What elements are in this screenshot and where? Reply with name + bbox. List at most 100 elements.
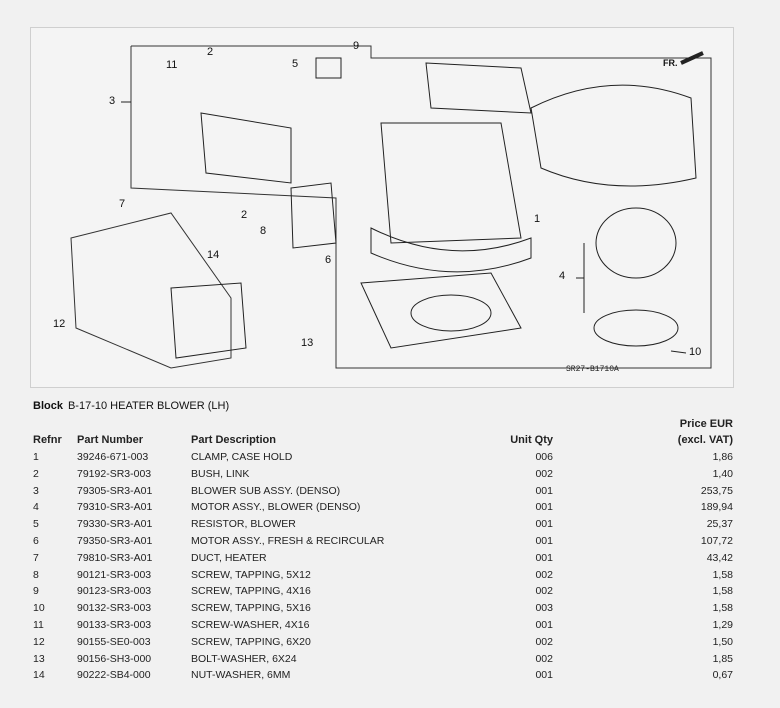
header-description: Part Description: [191, 434, 276, 446]
price-cell: 0,67: [712, 669, 733, 682]
callout-11: 11: [166, 59, 178, 71]
callout-2b: 2: [241, 209, 248, 221]
description-cell: BUSH, LINK: [191, 467, 250, 480]
price-cell: 1,58: [712, 568, 733, 581]
qty-cell: 001: [535, 669, 553, 682]
description-cell: BLOWER SUB ASSY. (DENSO): [191, 484, 341, 497]
qty-cell: 002: [535, 585, 553, 598]
price-cell: 25,37: [706, 518, 733, 531]
description-cell: DUCT, HEATER: [191, 551, 267, 564]
header-part-number: Part Number: [77, 434, 144, 446]
qty-cell: 002: [535, 568, 553, 581]
description-cell: MOTOR ASSY., BLOWER (DENSO): [191, 501, 361, 514]
refnr-cell: 6: [33, 535, 39, 547]
description-cell: SCREW, TAPPING, 6X20: [191, 635, 311, 648]
header-qty: Unit Qty: [510, 434, 553, 446]
price-cell: 1,40: [712, 467, 733, 480]
refnr-cell: 9: [33, 585, 39, 598]
refnr-cell: 4: [33, 501, 39, 514]
price-cell: 1,58: [712, 585, 733, 598]
table-row: 2 79192-SR3-003 BUSH, LINK 002 1,40: [0, 468, 780, 485]
callout-7: 7: [119, 198, 126, 210]
price-cell: 189,94: [700, 501, 733, 514]
table-row: 4 79310-SR3-A01 MOTOR ASSY., BLOWER (DENSO…: [0, 501, 780, 518]
part-number-cell: 39246-671-003: [77, 451, 149, 463]
part-number-cell: 90123-SR3-003: [77, 585, 152, 598]
part-number-cell: 90155-SE0-003: [77, 635, 151, 648]
refnr-cell: 3: [33, 484, 39, 497]
table-row: 12 90155-SE0-003 SCREW, TAPPING, 6X20 002 1,…: [0, 636, 780, 653]
table-row: 13 90156-SH3-000 BOLT-WASHER, 6X24 002 1,85: [0, 653, 780, 670]
price-cell: 107,72: [700, 535, 733, 547]
refnr-cell: 5: [33, 518, 39, 531]
description-cell: SCREW, TAPPING, 5X16: [191, 602, 311, 615]
qty-cell: 003: [535, 602, 553, 615]
description-cell: MOTOR ASSY., FRESH & RECIRCULAR: [191, 535, 385, 547]
part-number-cell: 90222-SB4-000: [77, 669, 151, 682]
part-number-cell: 90156-SH3-000: [77, 652, 152, 665]
price-cell: 43,42: [706, 551, 733, 564]
refnr-cell: 13: [33, 652, 45, 665]
diagram-code: SR27-B1710A: [566, 365, 619, 374]
diagram-drawing: [70, 45, 712, 369]
qty-cell: 001: [535, 619, 553, 631]
table-row: 14 90222-SB4-000 NUT-WASHER, 6MM 001 0,67: [0, 669, 780, 686]
qty-cell: 001: [535, 501, 553, 514]
callout-2: 2: [207, 46, 214, 58]
refnr-cell: 2: [33, 467, 39, 480]
callout-12: 12: [53, 318, 66, 330]
refnr-cell: 12: [33, 635, 45, 648]
part-number-cell: 79350-SR3-A01: [77, 535, 153, 547]
refnr-cell: 8: [33, 568, 39, 581]
part-number-cell: 79310-SR3-A01: [77, 501, 153, 514]
callout-8: 8: [260, 225, 267, 237]
price-cell: 1,50: [712, 635, 733, 648]
part-number-cell: 79810-SR3-A01: [77, 551, 153, 564]
price-cell: 1,58: [712, 602, 733, 615]
block-title: Block B-17-10 HEATER BLOWER (LH): [33, 400, 229, 412]
part-number-cell: 79305-SR3-A01: [77, 484, 153, 497]
qty-cell: 001: [535, 535, 553, 547]
qty-cell: 002: [535, 467, 553, 480]
header-refnr: Refnr: [33, 434, 62, 446]
price-cell: 1,29: [712, 619, 733, 631]
part-number-cell: 79192-SR3-003: [77, 467, 152, 480]
description-cell: CLAMP, CASE HOLD: [191, 451, 293, 463]
callout-5: 5: [292, 58, 299, 70]
block-label: Block: [33, 400, 63, 412]
callout-9: 9: [353, 40, 360, 52]
header-price-line2: (excl. VAT): [677, 434, 733, 446]
description-cell: BOLT-WASHER, 6X24: [191, 652, 297, 665]
description-cell: NUT-WASHER, 6MM: [191, 669, 291, 682]
description-cell: RESISTOR, BLOWER: [191, 518, 296, 531]
price-cell: 1,85: [712, 652, 733, 665]
front-marker: FR.: [663, 58, 678, 68]
callout-14: 14: [207, 249, 220, 261]
callout-3: 3: [109, 95, 116, 107]
qty-cell: 002: [535, 635, 553, 648]
table-row: 5 79330-SR3-A01 RESISTOR, BLOWER 001 25,37: [0, 518, 780, 535]
block-value: B-17-10 HEATER BLOWER (LH): [67, 400, 230, 412]
exploded-parts-diagram: 2 9 5 11 3 7 2 8 14 6 1 4 12 13 10 FR. S…: [30, 27, 734, 388]
header-price-line1: Price EUR: [679, 418, 733, 430]
callout-10: 10: [689, 346, 702, 358]
callout-13: 13: [301, 337, 314, 349]
qty-cell: 001: [535, 518, 553, 531]
part-number-cell: 79330-SR3-A01: [77, 518, 153, 531]
refnr-cell: 7: [33, 551, 39, 564]
qty-cell: 001: [535, 551, 553, 564]
qty-cell: 002: [535, 652, 553, 665]
callout-1: 1: [534, 213, 541, 225]
refnr-cell: 11: [33, 619, 44, 631]
refnr-cell: 10: [33, 602, 45, 615]
table-row: 6 79350-SR3-A01 MOTOR ASSY., FRESH & RECIR…: [0, 535, 780, 552]
price-cell: 1,86: [712, 451, 733, 463]
description-cell: SCREW-WASHER, 4X16: [191, 619, 310, 631]
refnr-cell: 14: [33, 669, 45, 682]
